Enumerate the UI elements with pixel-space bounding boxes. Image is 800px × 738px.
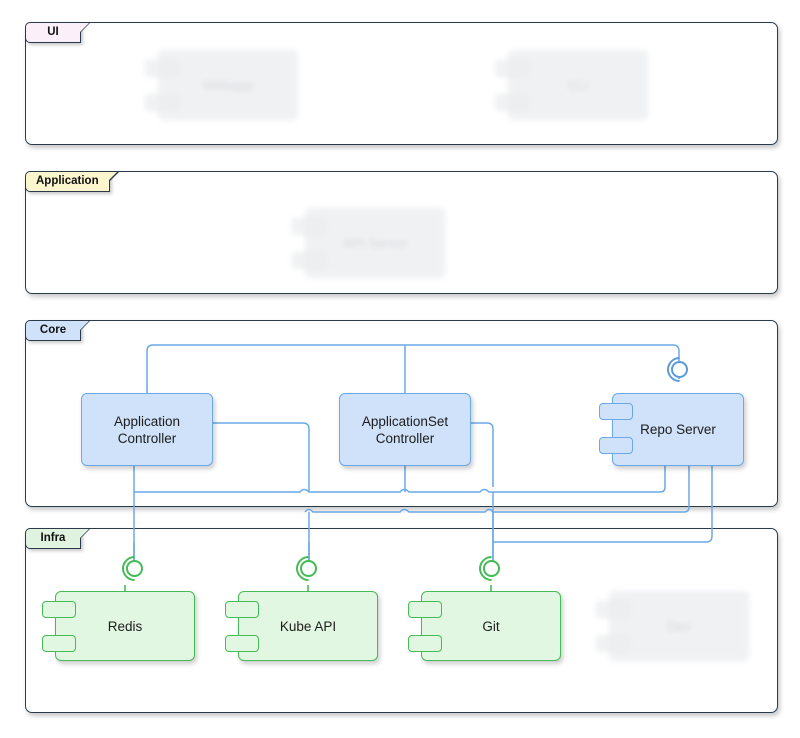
- webapp-stub-bottom: [145, 94, 179, 111]
- group-label-ui-text: UI: [47, 26, 59, 38]
- api-server-stub-bottom: [292, 252, 326, 269]
- dex-stub-bottom: [596, 635, 630, 652]
- dex-stub-top: [596, 601, 630, 618]
- group-label-infra-text: Infra: [40, 532, 66, 544]
- group-label-ui: UI: [25, 21, 91, 43]
- component-webapp-label: Webapp: [202, 77, 254, 93]
- group-label-application: Application: [25, 170, 120, 192]
- redis-interface-ball: [126, 560, 143, 577]
- component-redis[interactable]: Redis: [55, 591, 195, 661]
- component-git-label: Git: [482, 618, 500, 634]
- group-label-core-text: Core: [39, 324, 67, 336]
- repo-server-stub-top: [599, 403, 633, 420]
- cli-stub-bottom: [495, 94, 529, 111]
- component-dex[interactable]: Dex: [609, 591, 749, 661]
- group-label-core: Core: [25, 319, 91, 341]
- component-redis-label: Redis: [107, 618, 143, 634]
- component-api-server[interactable]: API Server: [305, 208, 445, 278]
- git-stub-bottom: [408, 635, 442, 652]
- component-cli-label: CLI: [567, 77, 589, 93]
- kube-api-stub-bottom: [225, 635, 259, 652]
- git-stub-top: [408, 601, 442, 618]
- repo-server-stub-bottom: [599, 437, 633, 454]
- kube-api-provided-interface: [290, 550, 327, 587]
- component-api-server-label: API Server: [342, 235, 408, 251]
- component-kube-api[interactable]: Kube API: [238, 591, 378, 661]
- redis-stub-top: [42, 601, 76, 618]
- git-interface-ball: [483, 560, 500, 577]
- repo-server-provided-interface: [661, 351, 698, 388]
- component-git[interactable]: Git: [421, 591, 561, 661]
- redis-provided-interface: [116, 550, 153, 587]
- group-ui: [25, 22, 778, 145]
- group-label-application-text: Application: [36, 175, 99, 187]
- component-dex-label: Dex: [666, 618, 691, 634]
- component-webapp[interactable]: Webapp: [158, 50, 298, 120]
- kube-api-stub-top: [225, 601, 259, 618]
- api-server-stub-top: [292, 218, 326, 235]
- git-provided-interface: [473, 550, 510, 587]
- webapp-stub-top: [145, 60, 179, 77]
- cli-stub-top: [495, 60, 529, 77]
- redis-stub-bottom: [42, 635, 76, 652]
- component-repo-server-label: Repo Server: [640, 422, 716, 437]
- component-kube-api-label: Kube API: [279, 618, 337, 634]
- component-cli[interactable]: CLI: [508, 50, 648, 120]
- repo-server-interface-ball: [671, 361, 688, 378]
- group-label-infra: Infra: [25, 527, 91, 549]
- kube-api-interface-ball: [300, 560, 317, 577]
